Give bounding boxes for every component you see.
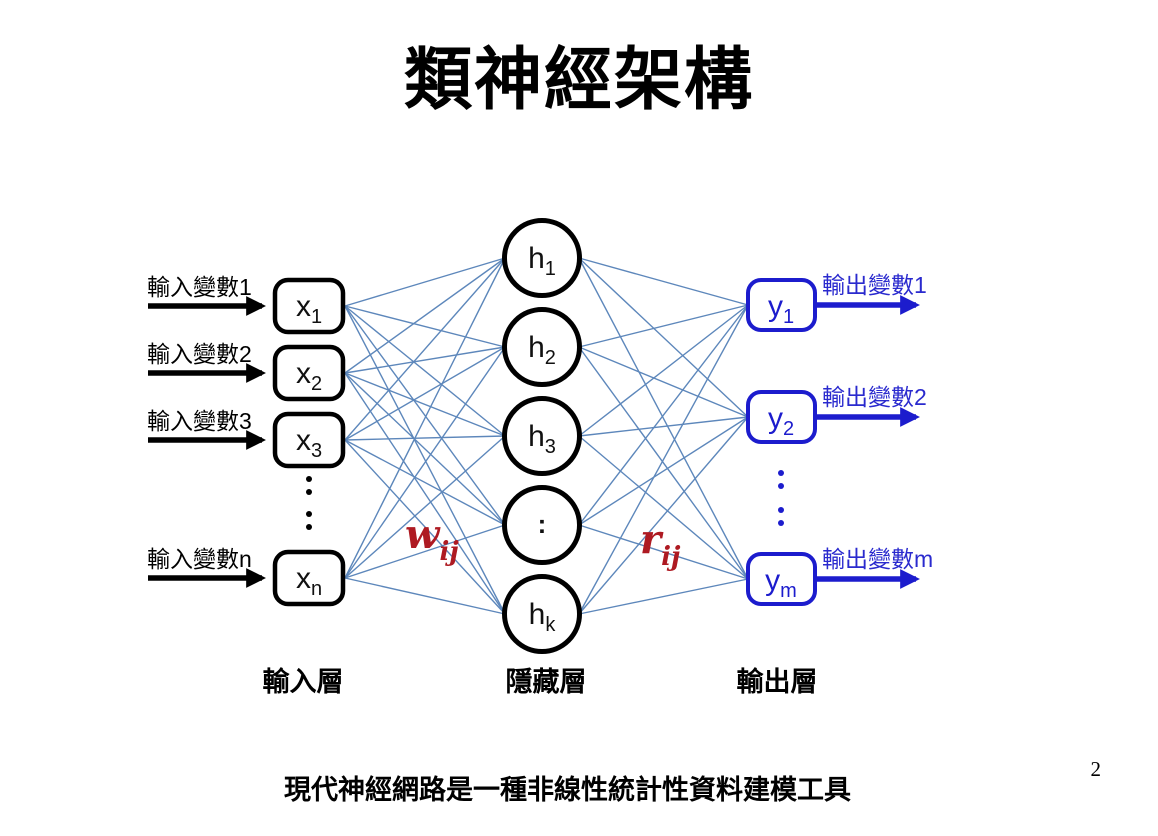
hidden-layer: h1 h2 h3 : hk — [502, 218, 582, 654]
output-arrows: 輸出變數1 輸出變數2 輸出變數m — [817, 272, 933, 589]
node-label-sub: k — [545, 614, 556, 636]
weight-label-base: r — [640, 516, 664, 563]
node-label-base: y — [768, 402, 783, 435]
input-arrows: 輸入變數1 輸入變數2 輸入變數3 輸入變數n — [147, 274, 266, 588]
output-ellipsis-dots — [778, 470, 784, 526]
hidden-node-hk — [502, 574, 582, 654]
connections-input-hidden — [344, 257, 506, 615]
weight-label-wij: wij — [405, 511, 459, 567]
node-label-sub: 1 — [783, 306, 794, 328]
input-node-label: x3 — [296, 424, 322, 462]
input-ellipsis-dots — [306, 476, 312, 530]
input-arrow-label: 輸入變數n — [147, 546, 252, 572]
input-layer: x1 x2 x3 xn — [272, 277, 346, 607]
hidden-node-label: hk — [529, 598, 557, 636]
node-label-base: h — [528, 331, 545, 364]
output-arrow-label: 輸出變數1 — [822, 272, 927, 298]
output-node-y1 — [746, 278, 817, 332]
hidden-node-label: : — [538, 509, 547, 539]
hidden-node-h1 — [502, 218, 582, 298]
node-label-base: h — [528, 242, 545, 275]
node-label-sub: 1 — [311, 306, 322, 328]
hidden-node-h2 — [502, 307, 582, 387]
node-label-base: y — [768, 290, 783, 323]
node-label-sub: 3 — [545, 436, 556, 458]
node-label-sub: 2 — [311, 373, 322, 395]
weight-label-rij: rij — [640, 516, 681, 572]
node-label-base: y — [765, 564, 780, 597]
input-node-x3 — [272, 411, 346, 469]
input-node-x2 — [272, 344, 346, 402]
node-label-sub: 3 — [311, 440, 322, 462]
input-arrow-label: 輸入變數1 — [147, 274, 252, 300]
hidden-node-h3 — [502, 396, 582, 476]
output-arrow-label: 輸出變數m — [822, 546, 933, 572]
weight-label-sub: ij — [439, 537, 459, 567]
output-node-ym — [746, 552, 817, 606]
page-title: 類神經架構 — [403, 42, 754, 118]
input-node-x1 — [272, 277, 346, 335]
node-label-base: x — [296, 424, 311, 457]
connections-hidden-output — [578, 257, 749, 615]
node-label-sub: 2 — [545, 347, 556, 369]
slide-footer: 現代神經網路是一種非線性統計性資料建模工具 — [284, 775, 851, 805]
output-node-y2 — [746, 390, 817, 444]
output-node-label: y1 — [768, 290, 794, 328]
node-label-base: x — [296, 357, 311, 390]
node-label-base: : — [538, 509, 547, 539]
hidden-node-label: h3 — [528, 420, 556, 458]
hidden-node-label: h2 — [528, 331, 556, 369]
output-node-label: y2 — [768, 402, 794, 440]
weight-label-base: w — [405, 511, 441, 558]
hidden-node-ellipsis — [502, 485, 582, 565]
output-layer-label: 輸出層 — [737, 666, 818, 697]
hidden-node-label: h1 — [528, 242, 556, 280]
input-arrow-label: 輸入變數2 — [147, 341, 252, 367]
weight-label-sub: ij — [661, 542, 681, 572]
input-layer-label: 輸入層 — [263, 666, 344, 697]
node-label-sub: 2 — [783, 418, 794, 440]
input-node-label: x1 — [296, 290, 322, 328]
node-label-base: x — [296, 290, 311, 323]
node-label-base: h — [529, 598, 546, 631]
output-node-label: ym — [765, 564, 797, 602]
node-label-base: h — [528, 420, 545, 453]
output-layer: y1 y2 ym — [746, 278, 817, 606]
node-label-base: x — [296, 562, 311, 595]
input-arrow-label: 輸入變數3 — [147, 408, 252, 434]
output-arrow-label: 輸出變數2 — [822, 384, 927, 410]
page-number: 2 — [1090, 757, 1102, 781]
node-label-sub: m — [780, 580, 797, 602]
hidden-layer-label: 隱藏層 — [506, 667, 587, 697]
input-node-xn — [272, 549, 346, 607]
node-label-sub: n — [311, 578, 322, 600]
node-label-sub: 1 — [545, 258, 556, 280]
input-node-label: xn — [296, 562, 322, 600]
input-node-label: x2 — [296, 357, 322, 395]
